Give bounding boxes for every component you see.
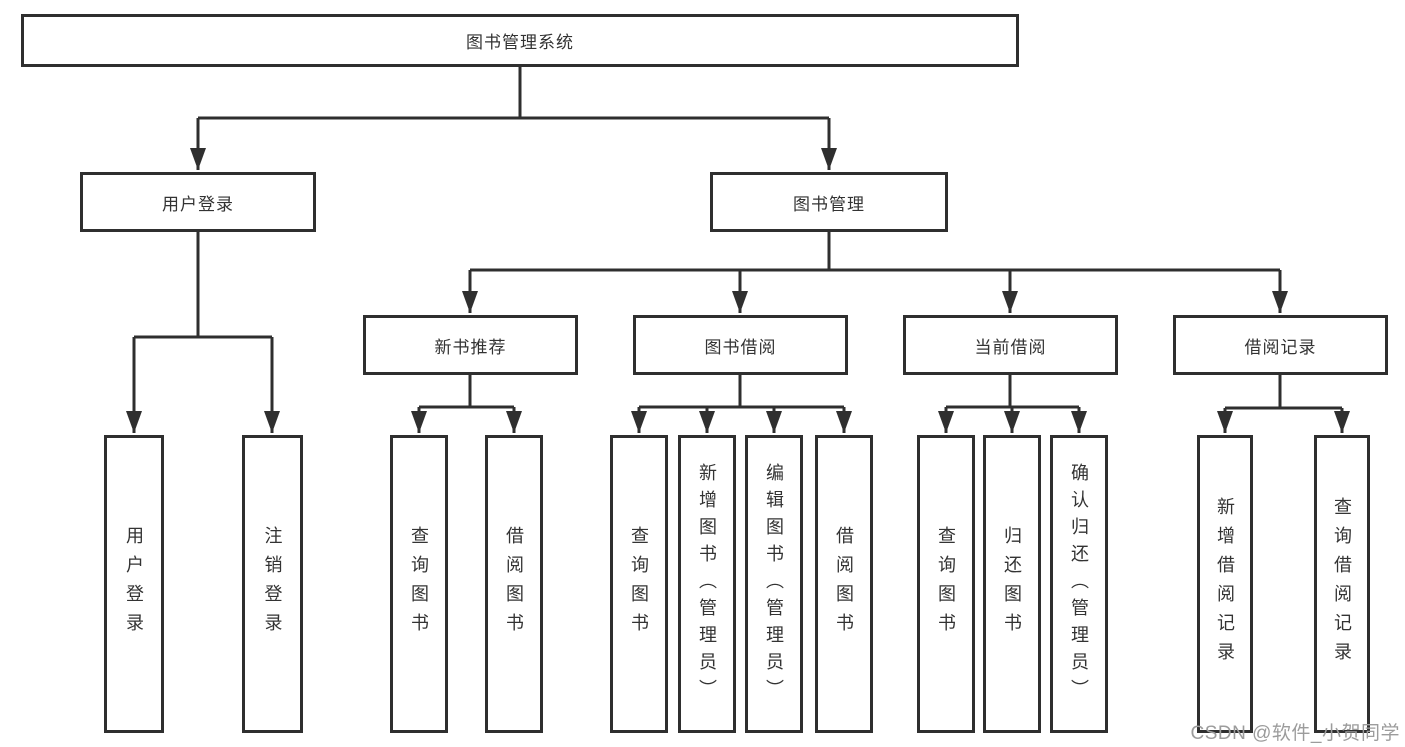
node-book-management: 图书管理 [710,172,948,232]
node-label: 用户登录 [162,194,234,214]
node-label: 借阅图书 [834,526,854,642]
node-label: 借阅记录 [1244,337,1317,357]
node-label: 查询借阅记录 [1332,497,1352,671]
node-label: 查询图书 [936,526,956,642]
node-label: 新增图书（管理员） [697,462,717,706]
node-leaf-add-books-admin: 新增图书（管理员） [678,435,736,733]
node-leaf-query-books-2: 查询图书 [610,435,668,733]
node-leaf-borrow-books-2: 借阅图书 [815,435,873,733]
node-leaf-confirm-return-admin: 确认归还（管理员） [1050,435,1108,733]
node-label: 图书借阅 [704,337,777,357]
node-leaf-user-login: 用户登录 [104,435,164,733]
node-leaf-edit-books-admin: 编辑图书（管理员） [745,435,803,733]
node-label: 注销登录 [262,526,283,642]
node-label: 编辑图书（管理员） [764,462,784,706]
node-book-borrow: 图书借阅 [633,315,848,375]
node-new-book-recommend: 新书推荐 [363,315,578,375]
node-label: 借阅图书 [504,526,524,642]
node-label: 新书推荐 [434,337,507,357]
node-leaf-borrow-books-1: 借阅图书 [485,435,543,733]
node-label: 当前借阅 [974,337,1047,357]
node-label: 查询图书 [409,526,429,642]
node-leaf-logout: 注销登录 [242,435,303,733]
node-leaf-query-books-1: 查询图书 [390,435,448,733]
node-leaf-add-borrow-record: 新增借阅记录 [1197,435,1253,733]
node-label: 确认归还（管理员） [1069,462,1089,706]
node-current-borrow: 当前借阅 [903,315,1118,375]
node-leaf-return-books: 归还图书 [983,435,1041,733]
node-label: 新增借阅记录 [1215,497,1235,671]
node-borrow-records: 借阅记录 [1173,315,1388,375]
node-label: 用户登录 [124,526,144,642]
node-label: 图书管理系统 [466,33,574,52]
node-label: 查询图书 [629,526,649,642]
node-leaf-query-borrow-record: 查询借阅记录 [1314,435,1370,733]
node-user-login-branch: 用户登录 [80,172,316,232]
node-leaf-query-books-3: 查询图书 [917,435,975,733]
watermark: CSDN @软件_小贺同学 [1190,723,1400,744]
node-label: 图书管理 [793,194,865,214]
node-label: 归还图书 [1002,526,1022,642]
node-library-management-system: 图书管理系统 [21,14,1019,67]
